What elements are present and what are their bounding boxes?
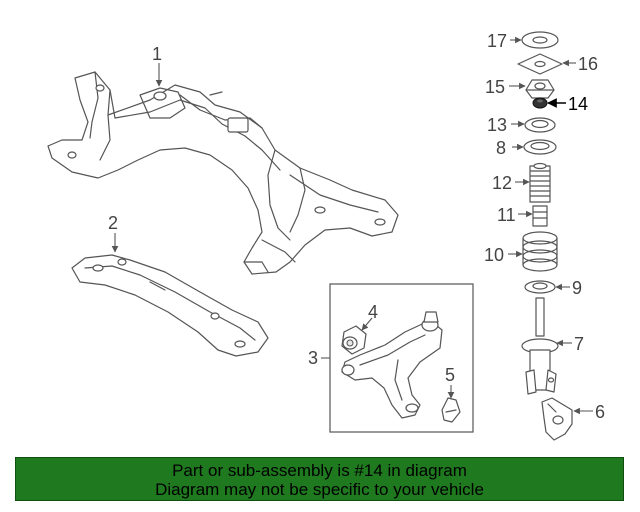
lower-spring-seat-part[interactable] (524, 280, 556, 294)
svg-text:14: 14 (568, 94, 588, 114)
svg-text:3: 3 (308, 348, 318, 368)
svg-text:9: 9 (572, 278, 582, 298)
bump-stop-part[interactable] (532, 205, 548, 227)
strut-assembly-part[interactable] (521, 297, 559, 395)
callout-9: 9 (555, 278, 582, 298)
bushing-part[interactable] (341, 325, 367, 355)
svg-text:13: 13 (487, 115, 507, 135)
strut-mount-plate-part[interactable] (517, 53, 563, 75)
svg-text:5: 5 (445, 365, 455, 385)
crossmember-plate-part[interactable] (71, 254, 269, 357)
svg-text:16: 16 (578, 54, 598, 74)
callout-14: 14 (547, 94, 588, 114)
callout-8: 8 (496, 138, 524, 158)
callout-3: 3 (308, 348, 330, 368)
svg-text:7: 7 (574, 334, 584, 354)
svg-text:17: 17 (487, 31, 507, 51)
svg-text:1: 1 (152, 44, 162, 64)
callout-13: 13 (487, 115, 525, 135)
coil-spring-part[interactable] (522, 231, 558, 272)
callout-10: 10 (484, 245, 523, 265)
svg-text:12: 12 (492, 173, 512, 193)
callout-15: 15 (485, 77, 526, 97)
callout-12: 12 (492, 173, 530, 193)
callout-2: 2 (108, 213, 119, 253)
ball-joint-part[interactable] (441, 397, 461, 423)
callout-5: 5 (445, 365, 455, 399)
svg-text:11: 11 (497, 205, 516, 225)
svg-text:10: 10 (484, 245, 504, 265)
callout-11: 11 (497, 205, 533, 225)
callout-4: 4 (361, 302, 378, 331)
subframe-part[interactable] (47, 71, 399, 275)
callout-6: 6 (573, 402, 605, 422)
svg-text:2: 2 (108, 213, 118, 233)
callout-16: 16 (562, 54, 598, 74)
footer-line-part-number: Part or sub-assembly is #14 in diagram (172, 461, 467, 480)
strut-nut-part-highlighted[interactable] (532, 97, 548, 109)
svg-text:6: 6 (595, 402, 605, 422)
control-arm-part[interactable] (341, 311, 443, 419)
callout-1: 1 (152, 44, 163, 87)
callout-17: 17 (487, 31, 522, 51)
strut-top-plate-part[interactable] (521, 31, 559, 49)
svg-text:8: 8 (496, 138, 506, 158)
footer-banner: Part or sub-assembly is #14 in diagram D… (15, 457, 624, 501)
upper-mount-part[interactable] (525, 79, 555, 99)
footer-line-disclaimer: Diagram may not be specific to your vehi… (155, 480, 484, 499)
svg-text:15: 15 (485, 77, 505, 97)
upper-spring-seat-part[interactable] (523, 139, 557, 155)
callout-7: 7 (556, 334, 584, 354)
dust-boot-part[interactable] (529, 162, 551, 203)
svg-text:4: 4 (368, 302, 378, 322)
steering-knuckle-part[interactable] (541, 397, 573, 441)
strut-bearing-part[interactable] (524, 117, 556, 133)
parts-diagram: 1 2 3 4 5 6 7 8 9 10 11 12 (47, 31, 605, 441)
